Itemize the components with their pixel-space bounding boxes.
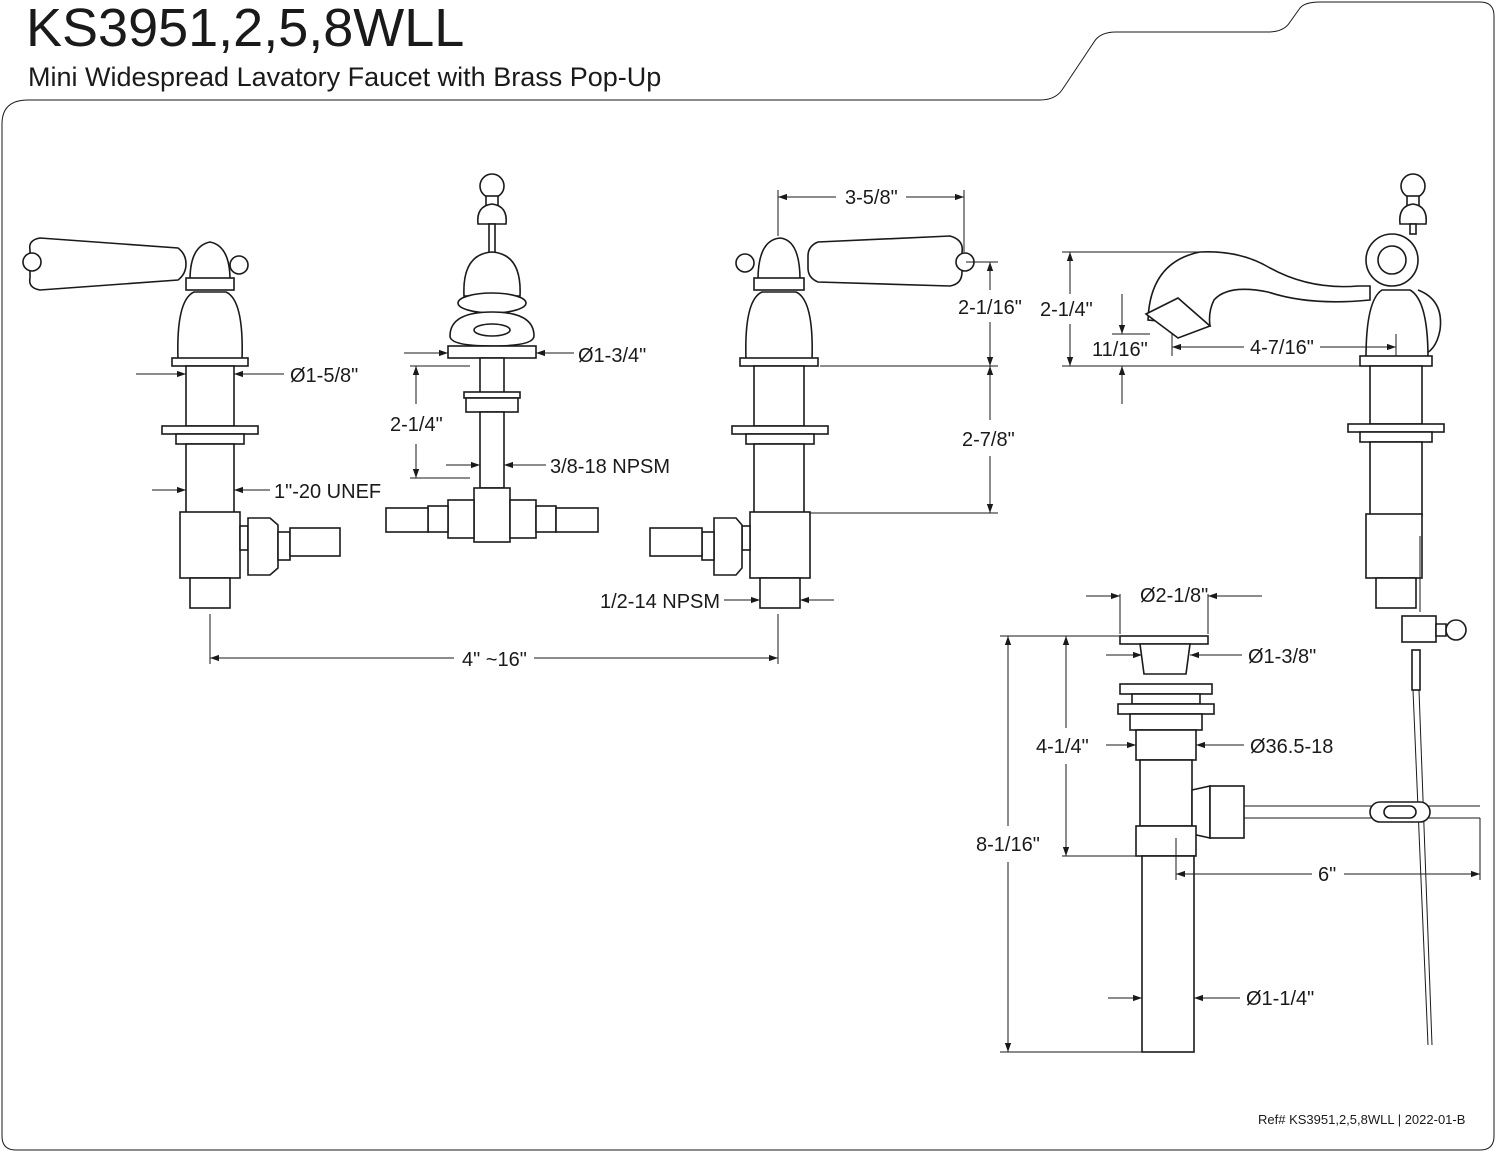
lift-rod: [1401, 536, 1467, 1046]
reference-code: Ref# KS3951,2,5,8WLL | 2022-01-B: [1258, 1112, 1465, 1127]
dim-handle-length: 3-5/8": [845, 187, 898, 209]
dim-drain-upper-length: 4-1/4": [1036, 736, 1089, 758]
dim-center-spread: 4" ~16": [462, 649, 527, 671]
dim-shank-diameter: Ø1-5/8": [290, 365, 358, 387]
dim-flange-diameter: Ø2-1/8": [1140, 585, 1208, 607]
dim-handle-height: 2-1/16": [958, 297, 1022, 319]
dim-thread-unef: 1"-20 UNEF: [274, 481, 381, 503]
dim-pivot-length: 6": [1318, 864, 1336, 886]
model-number: KS3951,2,5,8WLL: [26, 0, 464, 58]
dim-spout-shank-length: 2-1/4": [390, 414, 443, 436]
dim-aerator-height: 11/16": [1092, 339, 1148, 361]
dim-drain-total-length: 8-1/16": [976, 834, 1040, 856]
left-handle-valve: [22, 237, 341, 609]
dim-spout-height: 2-1/4": [1040, 299, 1093, 321]
dim-spout-reach: 4-7/16": [1250, 337, 1314, 359]
dim-stopper-diameter: Ø1-3/8": [1248, 646, 1316, 668]
pop-up-drain: [1117, 635, 1480, 1053]
dim-spout-base-diameter: Ø1-3/4": [578, 345, 646, 367]
dim-shank-length: 2-7/8": [962, 429, 1015, 451]
dim-outlet-thread: 1/2-14 NPSM: [600, 591, 720, 613]
spout-front-view: [385, 173, 599, 543]
spout-side-view: [1144, 173, 1445, 609]
dim-tail-diameter: Ø1-1/4": [1246, 988, 1314, 1010]
product-description: Mini Widespread Lavatory Faucet with Bra…: [28, 62, 661, 92]
right-handle-valve: [649, 235, 975, 609]
dim-body-thread: Ø36.5-18: [1250, 736, 1333, 758]
dim-spout-thread: 3/8-18 NPSM: [550, 456, 670, 478]
dimension-lines: [136, 190, 1481, 1053]
